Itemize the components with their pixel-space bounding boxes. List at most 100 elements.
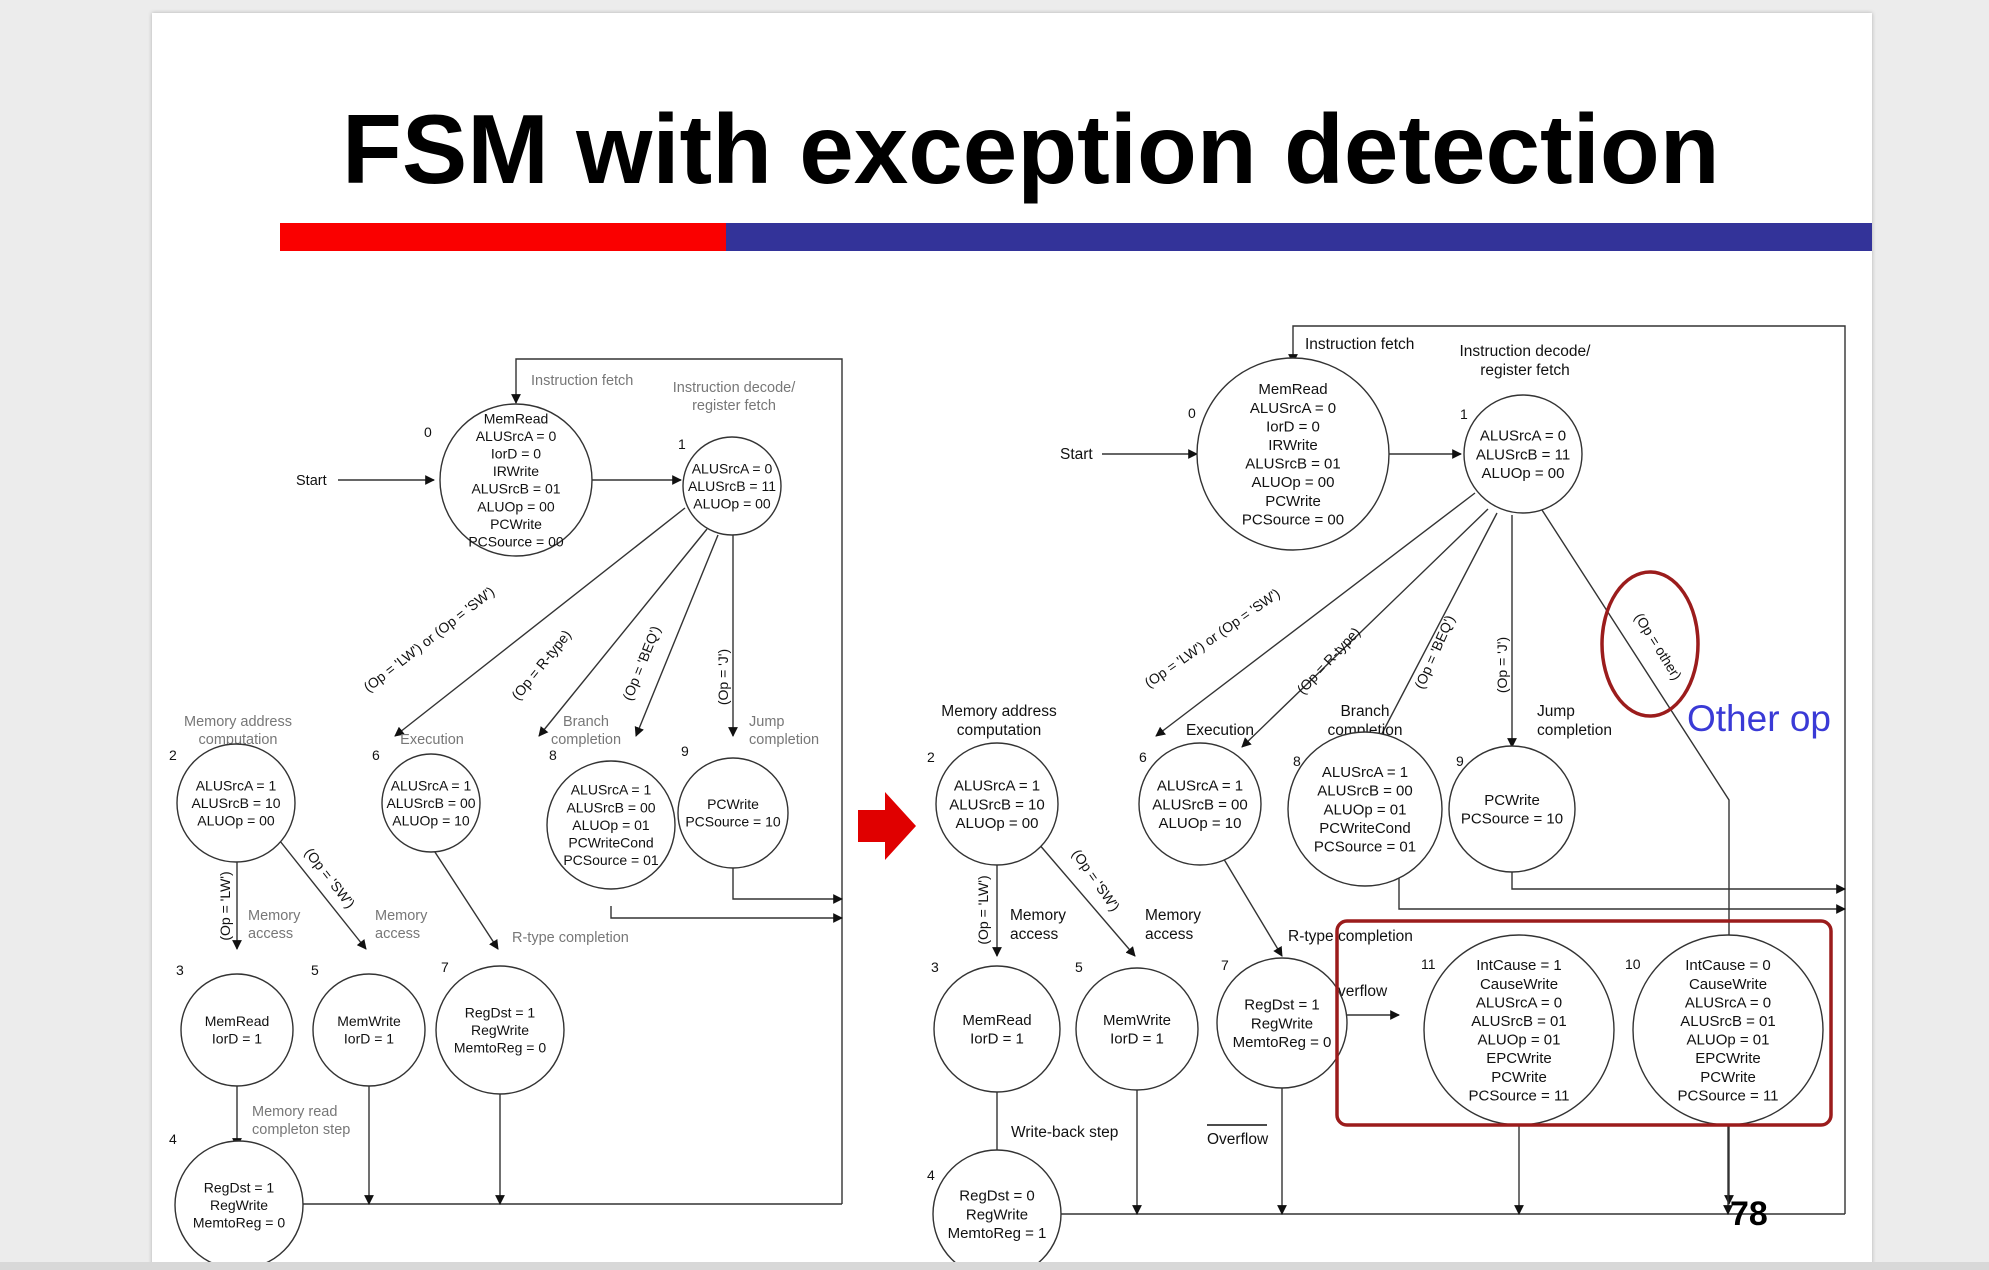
edge-s1-s6 — [538, 528, 708, 737]
state-number: 1 — [678, 436, 686, 452]
state-signal: IntCause = 1 — [1476, 957, 1561, 974]
condition-j: (Op = 'J') — [715, 649, 731, 705]
edge-s6-s7 — [430, 845, 499, 950]
state-signal: ALUSrcB = 00 — [566, 799, 655, 815]
state-signal: RegDst = 1 — [465, 1004, 536, 1020]
state-signal: PCWriteCond — [568, 835, 653, 851]
state-signal: PCWrite — [1484, 792, 1540, 809]
state-signal: PCSource = 11 — [1468, 1087, 1569, 1104]
state-circle — [933, 965, 1061, 1093]
bottom-strip — [0, 1262, 1989, 1270]
state-signal: PCSource = 11 — [1677, 1087, 1778, 1104]
other-op-annotation: Other op — [1687, 698, 1831, 739]
exception-states-highlight — [1335, 919, 1833, 1127]
condition-j: (Op = 'J') — [1494, 637, 1510, 693]
condition-lw-or-sw: (Op = 'LW') or (Op = 'SW') — [1141, 585, 1282, 691]
edge-loop-to-s0 — [511, 358, 843, 1204]
edge-s1-s8 — [1374, 512, 1498, 748]
state-signal: IntCause = 0 — [1685, 957, 1770, 974]
state-signal: ALUSrcA = 0 — [692, 460, 773, 476]
condition-lw: (Op = 'LW') — [975, 875, 991, 944]
state-signal: PCWrite — [707, 796, 759, 812]
label-rtype-completion: R-type completion — [1288, 928, 1413, 945]
state-circle — [1138, 742, 1262, 866]
slide-title: FSM with exception detection — [342, 94, 1720, 204]
state-signal: IorD = 1 — [344, 1031, 394, 1047]
title-underline-red — [280, 223, 726, 251]
state-number: 8 — [1293, 753, 1301, 769]
state-signal: ALUSrcB = 10 — [191, 795, 280, 811]
state-signal: ALUSrcA = 1 — [954, 778, 1040, 795]
state-signal: IorD = 1 — [970, 1031, 1024, 1048]
state-number: 11 — [1421, 956, 1436, 972]
state-circle — [435, 965, 565, 1095]
edge-loop-to-s0 — [1288, 325, 1846, 1214]
state-signal: IorD = 1 — [212, 1031, 262, 1047]
state-signal: ALUOp = 10 — [392, 813, 470, 829]
state-number: 8 — [549, 747, 557, 763]
state-signal: IRWrite — [493, 463, 539, 479]
title-underline-blue — [726, 223, 1872, 251]
state-number: 3 — [176, 962, 184, 978]
state-signal: MemRead — [484, 410, 549, 426]
state-circle — [1216, 957, 1348, 1089]
state-signal: ALUSrcA = 0 — [1685, 994, 1771, 1011]
state-circle — [932, 1149, 1062, 1270]
edge-s9-join — [732, 863, 843, 904]
label-execution: Execution — [1186, 722, 1254, 739]
edge-s1-s8 — [634, 534, 719, 737]
state-signal: ALUSrcA = 1 — [391, 777, 472, 793]
state-signal: PCWrite — [1491, 1069, 1547, 1086]
state-signal: RegWrite — [966, 1206, 1028, 1223]
state-signal: ALUOp = 10 — [1159, 815, 1242, 832]
state-signal: IRWrite — [1268, 437, 1317, 454]
label-start: Start — [296, 473, 327, 489]
state-number: 0 — [1188, 405, 1196, 421]
state-signal: ALUSrcA = 1 — [571, 782, 652, 798]
label-write-back: Write-back step — [1011, 1124, 1118, 1141]
state-signal: ALUOp = 01 — [572, 817, 650, 833]
condition-rtype: (Op = R-type) — [1293, 624, 1363, 697]
state-signal: ALUSrcA = 0 — [1480, 428, 1566, 445]
edge-s9-join — [1511, 871, 1846, 894]
state-circle — [677, 757, 789, 869]
state-circle — [176, 743, 296, 863]
state-circle — [1287, 731, 1443, 887]
edge-s1-s6 — [1241, 508, 1489, 748]
label-execution: Execution — [400, 732, 464, 748]
state-signal: ALUOp = 01 — [1324, 801, 1407, 818]
other-op-highlight — [1600, 570, 1700, 718]
state-signal: PCSource = 00 — [468, 534, 564, 550]
state-signal: ALUSrcA = 1 — [1322, 764, 1408, 781]
state-signal: RegWrite — [471, 1022, 529, 1038]
label-decode: Instruction decode/register fetch — [1460, 343, 1592, 379]
transition-arrow-icon — [858, 792, 916, 860]
label-instruction-fetch: Instruction fetch — [531, 373, 633, 389]
state-number: 6 — [372, 747, 380, 763]
state-signal: ALUSrcB = 01 — [1680, 1013, 1775, 1030]
state-number: 6 — [1139, 749, 1147, 765]
condition-other: (Op = other) — [1631, 610, 1685, 683]
state-circle — [312, 973, 426, 1087]
state-number: 0 — [424, 424, 432, 440]
state-signal: IorD = 1 — [1110, 1031, 1164, 1048]
state-signal: EPCWrite — [1486, 1050, 1552, 1067]
state-signal: ALUSrcB = 11 — [1476, 446, 1570, 463]
state-signal: MemtoReg = 0 — [1233, 1034, 1332, 1051]
condition-beq: (Op = 'BEQ') — [619, 624, 663, 703]
